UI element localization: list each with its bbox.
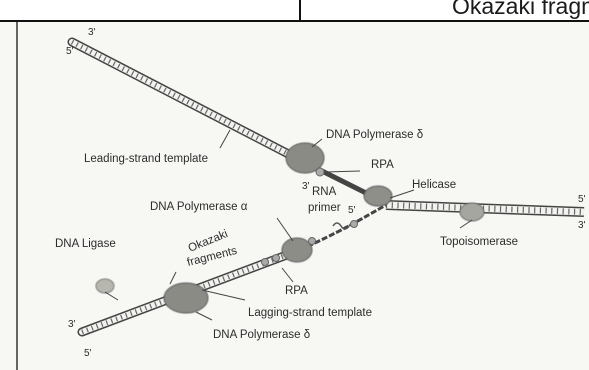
bottom-left-5-prime: 5' xyxy=(84,348,92,359)
label-dna-polymerase-delta-top: DNA Polymerase δ xyxy=(326,129,423,141)
label-lagging-strand-template: Lagging-strand template xyxy=(248,307,372,319)
primer-5-prime: 5' xyxy=(348,205,356,216)
header-text: Okazaki fragme xyxy=(452,0,589,19)
label-rpa-top: RPA xyxy=(371,159,394,171)
right-5-prime: 5' xyxy=(578,194,586,205)
label-leading-strand-template: Leading-strand template xyxy=(84,153,208,165)
label-dna-polymerase-alpha: DNA Polymerase α xyxy=(150,201,248,213)
label-primer: primer xyxy=(308,202,341,214)
leading-strand-duplex xyxy=(72,42,380,200)
label-rna: RNA xyxy=(312,186,337,198)
helicase-blob xyxy=(364,186,392,206)
dna-polymerase-delta-bottom-blob xyxy=(164,283,208,313)
dna-ligase-blob xyxy=(96,279,114,293)
topoisomerase-blob xyxy=(460,203,484,221)
label-helicase: Helicase xyxy=(412,179,456,191)
label-rpa-bottom: RPA xyxy=(285,285,308,297)
primer-3-prime: 3' xyxy=(302,181,310,192)
dna-polymerase-alpha-blob xyxy=(282,238,312,262)
parental-duplex xyxy=(386,205,584,212)
label-dna-polymerase-delta-bottom: DNA Polymerase δ xyxy=(213,329,310,341)
header-area: Okazaki fragme xyxy=(0,0,589,22)
bottom-left-3-prime: 3' xyxy=(68,319,76,330)
label-dna-ligase: DNA Ligase xyxy=(55,238,116,250)
right-3-prime: 3' xyxy=(578,220,586,231)
top-left-3-prime: 3' xyxy=(88,27,96,38)
top-left-5-prime: 5' xyxy=(66,46,74,57)
label-topoisomerase: Topoisomerase xyxy=(440,236,518,248)
